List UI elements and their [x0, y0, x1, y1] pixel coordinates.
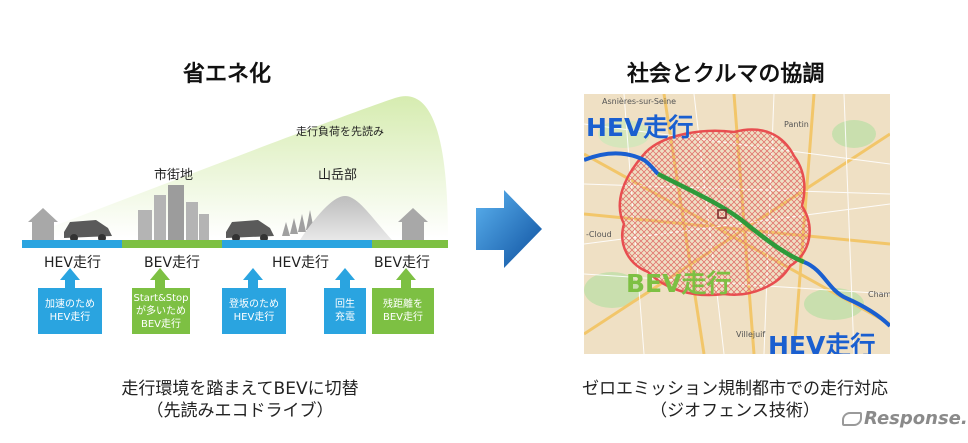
map-graphics: [584, 94, 890, 354]
left-panel-title: 省エネ化: [183, 62, 272, 87]
segment-label: HEV走行: [44, 255, 101, 271]
watermark-text: Response.: [864, 408, 968, 429]
watermark: Response.: [842, 408, 968, 429]
house-icon: [398, 208, 428, 240]
mountain-icon: [300, 196, 392, 240]
map-place-name: Cham: [868, 290, 890, 299]
center-marker-icon: [717, 209, 727, 219]
city-buildings-icon: [138, 185, 209, 240]
map-label-bev: BEV走行: [626, 269, 732, 298]
right-arrow-icon: [476, 190, 542, 268]
efficiency-illustration: [22, 96, 448, 248]
map-label-hev-top: HEV走行: [586, 113, 694, 142]
up-arrow-icon: [335, 268, 355, 280]
reason-box: 加速のため HEV走行: [38, 288, 102, 334]
mountain-label: 山岳部: [318, 168, 358, 183]
road-segment-hev: [222, 240, 372, 248]
up-arrow-icon: [396, 268, 416, 280]
road-segment-bev: [372, 240, 448, 248]
road-segment-bev: [122, 240, 222, 248]
bev-route: [656, 171, 805, 265]
look-ahead-curve: [22, 96, 448, 239]
segment-label: HEV走行: [272, 255, 329, 271]
up-arrow-stem: [340, 279, 350, 289]
up-arrow-stem: [155, 279, 165, 289]
hev-route-top: [584, 151, 660, 176]
up-arrow-stem: [65, 279, 75, 289]
map-place-name: Asnières-sur-Seine: [602, 97, 677, 106]
right-panel-title: 社会とクルマの協調: [627, 62, 825, 87]
up-arrow-stem: [401, 279, 411, 289]
reason-box: Start&Stop が多いため BEV走行: [132, 288, 190, 334]
map-place-name: Pantin: [784, 120, 809, 129]
left-caption: 走行環境を踏まえてBEVに切替 （先読みエコドライブ）: [121, 379, 359, 421]
map: Asnières-sur-Seine Pantin -Cloud Villeju…: [584, 94, 890, 354]
geofence-zone: [618, 128, 811, 297]
up-arrow-icon: [60, 268, 80, 280]
reason-box: 回生 充電: [324, 288, 366, 334]
look-ahead-label: 走行負荷を先読み: [296, 125, 384, 138]
hev-route-bottom: [803, 260, 890, 328]
map-place-name: Villejuif: [736, 330, 766, 339]
segment-label: BEV走行: [144, 255, 201, 271]
road-segment-hev: [22, 240, 122, 248]
segment-label: BEV走行: [374, 255, 431, 271]
reason-box: 残距離を BEV走行: [372, 288, 434, 334]
watermark-logo-icon: [842, 411, 862, 426]
map-place-name: -Cloud: [586, 230, 612, 239]
reason-box: 登坂のため HEV走行: [222, 288, 286, 334]
up-arrow-icon: [150, 268, 170, 280]
trees-icon: [282, 210, 314, 236]
up-arrow-stem: [248, 279, 258, 289]
house-icon: [28, 208, 58, 240]
map-label-hev-bottom: HEV走行: [768, 331, 876, 354]
up-arrow-icon: [243, 268, 263, 280]
city-label: 市街地: [154, 168, 194, 183]
right-caption: ゼロエミッション規制都市での走行対応 （ジオフェンス技術）: [582, 379, 888, 421]
